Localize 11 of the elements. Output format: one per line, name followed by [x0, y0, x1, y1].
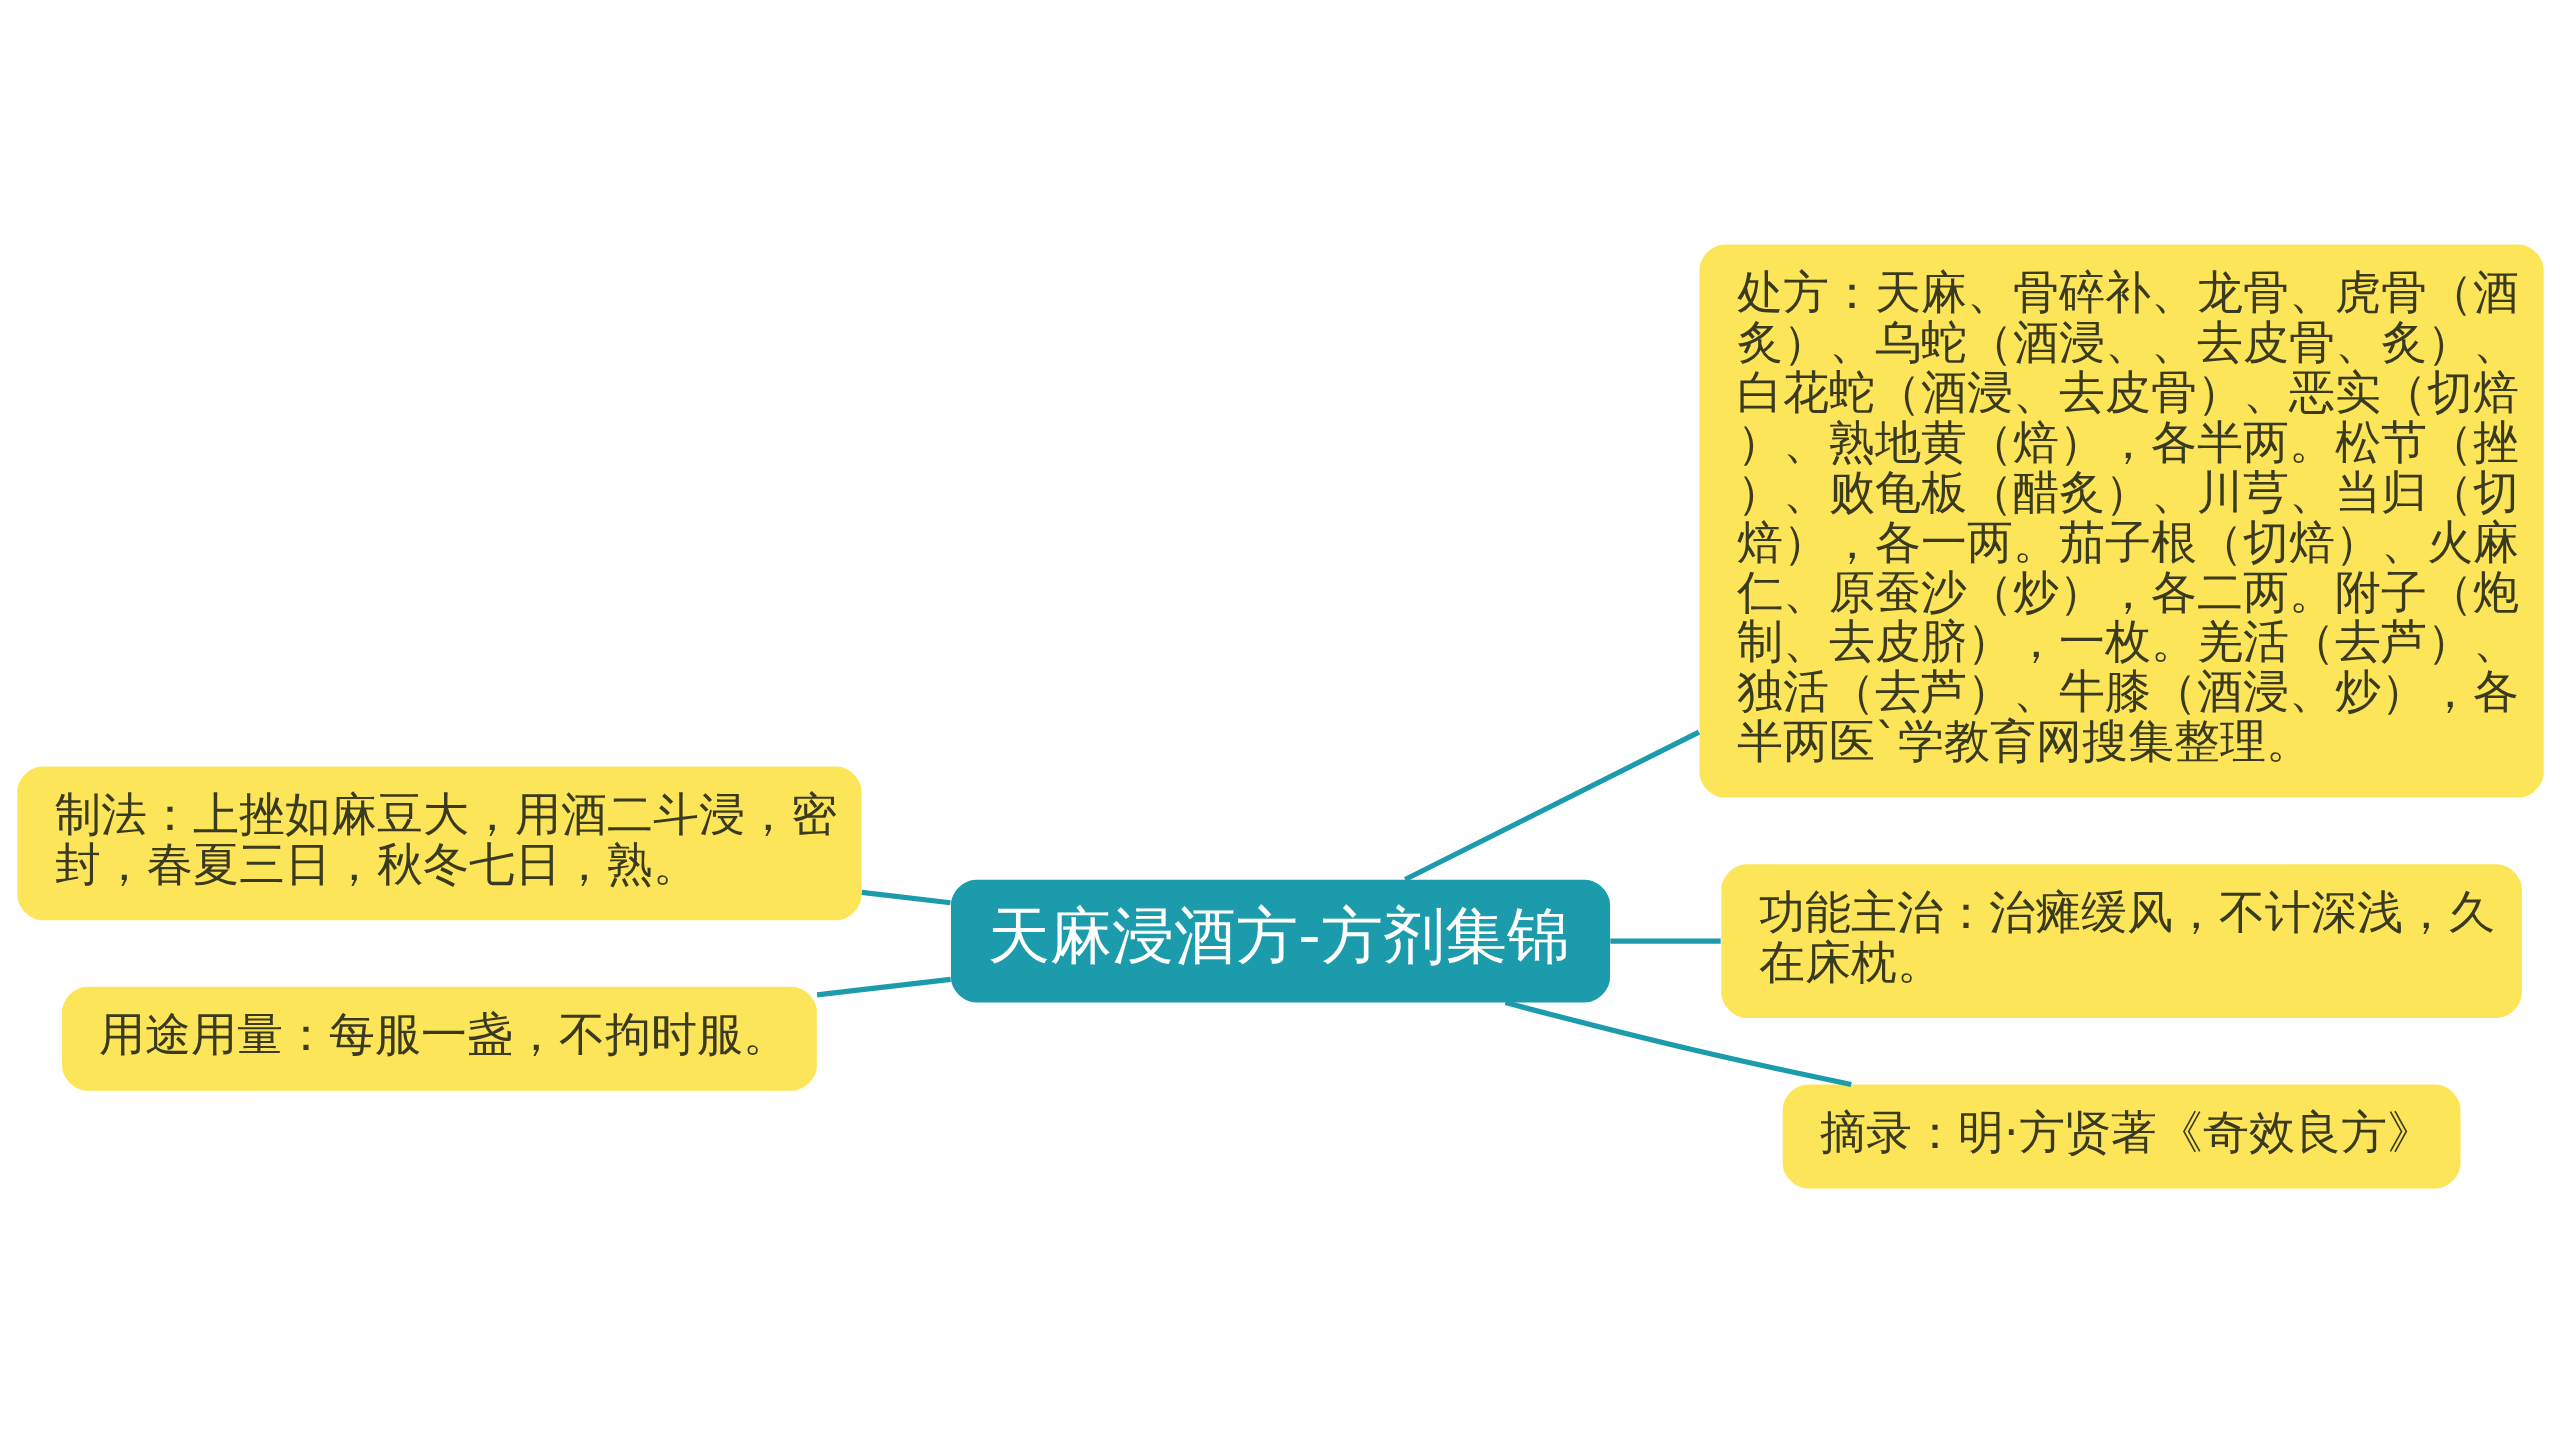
node-box: 处方：天麻、骨碎补、龙骨、虎骨（酒炙）、乌蛇（酒浸、、去皮骨、炙）、白花蛇（酒浸、去皮骨）、恶实（切焙）、熟地黄（焙），各半两。松节（挫）、败龟板（醋炙）、川芎、当归（切焙），各一两。茄子根（切焙）、火麻仁、原蚕沙（炒），各二两。附子（炮制、去皮脐），一枚。羌活（去芦）、独活（去芦）、牛膝（酒浸、炒），各半两医`学教育网搜集整理。 [1699, 244, 2544, 798]
connector [1403, 729, 1700, 882]
node-box: 用途用量：每服一盏，不拘时服。 [61, 986, 817, 1091]
node-box: 功能主治：治瘫缓风，不计深浅，久在床枕。 [1720, 864, 2522, 1018]
node-box: 天麻浸酒方-方剂集锦 [950, 879, 1610, 1003]
node-box: 制法：上挫如麻豆大，用酒二斗浸，密封，春夏三日，秋冬七日，熟。 [16, 766, 861, 921]
connector [816, 976, 951, 998]
connector [861, 889, 951, 906]
connector [1609, 938, 1721, 944]
connector [1504, 1000, 1852, 1088]
node-box: 摘录：明·方贤著《奇效良方》 [1782, 1084, 2460, 1189]
